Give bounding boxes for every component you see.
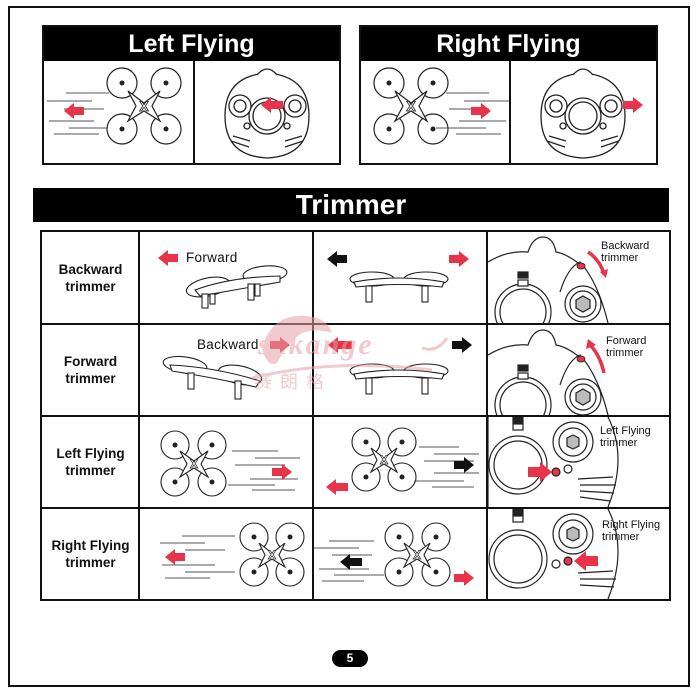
row2-drone-motion	[314, 325, 486, 415]
drone-body: X	[373, 67, 449, 145]
right-flying-drone-cell: X	[361, 61, 509, 163]
drone-sideview-icon	[158, 250, 288, 309]
arrow-right-icon	[449, 251, 469, 267]
drone-topview-icon: X	[47, 67, 182, 145]
arrow-right-icon	[454, 570, 474, 586]
arrow-right-icon	[452, 337, 472, 353]
drone-sideview-icon	[328, 337, 472, 395]
drone-topview-icon: X	[314, 522, 474, 587]
row-label-line2: trimmer	[65, 278, 116, 294]
curved-arrow-up-icon	[588, 343, 606, 374]
row-label-line1: Left Flying	[56, 446, 125, 461]
page-number: 5	[332, 650, 368, 667]
controller-closeup-icon	[488, 236, 609, 323]
divider	[509, 61, 511, 163]
row-label-forward-trimmer: Forward trimmer	[42, 325, 139, 415]
backward-caption: Backward	[197, 337, 259, 352]
row-label-line2: trimmer	[65, 555, 116, 570]
controller-label: Forward trimmer	[606, 335, 647, 359]
row3-drone-motion: X	[314, 417, 486, 507]
arrow-left-icon	[328, 337, 352, 353]
row3-controller: Left Flying trimmer	[488, 417, 669, 507]
drone-body: X	[106, 67, 182, 145]
svg-text:X: X	[406, 98, 416, 114]
left-flying-panel: Left Flying X	[42, 25, 341, 165]
controller-closeup-icon	[488, 509, 619, 599]
page-frame	[8, 6, 690, 687]
row-divider	[42, 415, 669, 417]
row1-controller: Backward trimmer	[488, 232, 669, 323]
left-flying-controller-cell	[195, 61, 339, 163]
forward-caption: Forward	[186, 250, 238, 265]
controller-closeup-icon	[488, 417, 619, 507]
drone-topview-icon: X	[160, 522, 305, 587]
row3-drone-topview: X	[140, 417, 312, 507]
arrow-right-icon	[454, 457, 474, 473]
row-label-line1: Forward	[63, 354, 118, 369]
arrow-right-icon	[471, 103, 491, 119]
row-divider	[42, 323, 669, 325]
arrow-right-icon	[270, 337, 290, 353]
left-flying-title: Left Flying	[44, 27, 339, 61]
row4-drone-motion: X	[314, 509, 486, 599]
arrow-left-icon	[261, 97, 283, 113]
arrow-left-icon	[326, 479, 348, 495]
row4-controller: Right Flying trimmer	[488, 509, 669, 599]
row-label-line1: Backward	[58, 261, 123, 277]
row-label-left-flying-trimmer: Left Flying trimmer	[42, 417, 139, 507]
row-label-line1: Right Flying	[51, 538, 130, 553]
drone-topview-icon: X	[326, 427, 479, 495]
row-label-backward-trimmer: Backward trimmer	[42, 232, 139, 323]
arrow-left-icon	[340, 554, 362, 570]
row-label-line2: trimmer	[65, 371, 116, 386]
row1-side-drone: Forward	[140, 232, 312, 323]
arrow-right-icon	[272, 464, 292, 480]
row2-side-drone: Backward	[140, 325, 312, 415]
drone-topview-icon: X	[373, 67, 509, 145]
controller-label: Left Flying trimmer	[600, 425, 651, 449]
divider	[193, 61, 195, 163]
controller-closeup-icon	[488, 329, 609, 415]
left-flying-drone-cell: X	[44, 61, 193, 163]
right-flying-controller-cell	[511, 61, 656, 163]
controller-label: Backward trimmer	[601, 240, 650, 264]
trimmer-title: Trimmer	[33, 188, 669, 222]
row-divider	[42, 507, 669, 509]
trimmer-table: Backward trimmer Forward	[40, 230, 671, 601]
row4-drone-topview: X	[140, 509, 312, 599]
arrow-right-icon	[528, 462, 552, 482]
arrow-left-icon	[64, 103, 84, 119]
row1-drone-motion	[314, 232, 486, 323]
controller-icon	[224, 68, 310, 159]
row-label-right-flying-trimmer: Right Flying trimmer	[42, 509, 139, 599]
right-flying-panel: Right Flying X	[359, 25, 658, 165]
svg-text:X: X	[139, 98, 149, 114]
controller-label: Right Flying trimmer	[602, 519, 661, 543]
svg-text:X: X	[413, 548, 421, 562]
arrow-left-icon	[327, 251, 347, 267]
controller-icon	[540, 68, 643, 159]
svg-text:X: X	[190, 457, 198, 471]
svg-text:X: X	[268, 548, 276, 562]
arrow-right-icon	[623, 97, 643, 113]
svg-text:X: X	[380, 453, 388, 467]
drone-sideview-icon	[327, 251, 469, 303]
arrow-left-icon	[574, 551, 598, 571]
row-label-line2: trimmer	[65, 463, 116, 478]
right-flying-title: Right Flying	[361, 27, 656, 61]
arrow-left-icon	[165, 549, 185, 565]
arrow-left-icon	[158, 250, 178, 266]
drone-topview-icon: X	[160, 430, 300, 497]
row2-controller: Forward trimmer	[488, 325, 669, 415]
